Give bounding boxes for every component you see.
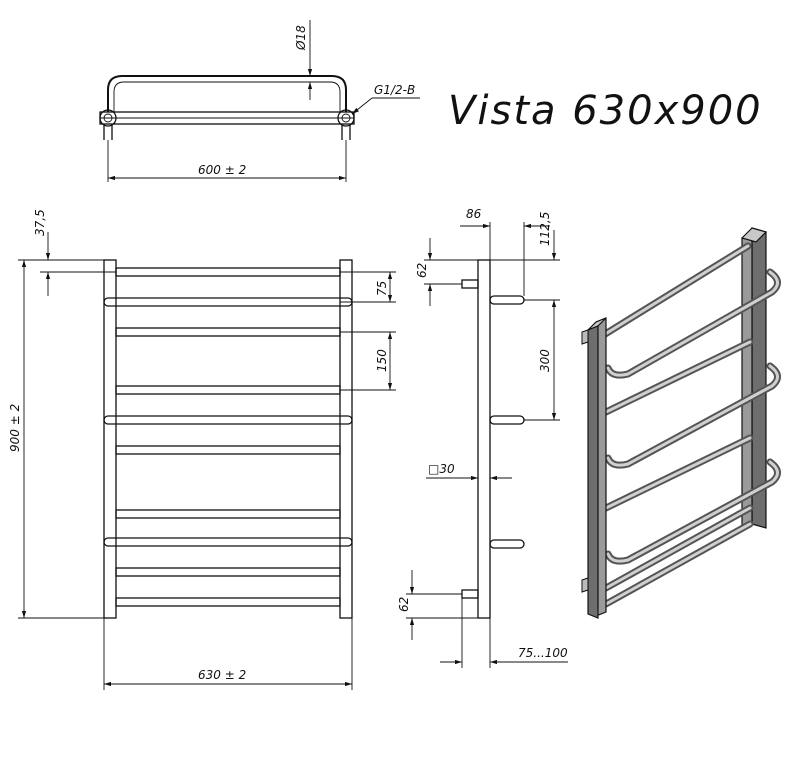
dim-depth: 86: [466, 207, 482, 221]
side-view: 86 112,5 62 300 □30 62 75...100: [397, 207, 568, 668]
dim-bracket-spacing: 300: [538, 349, 552, 372]
product-title: Vista 630x900: [448, 88, 763, 134]
dim-wall-distance: 75...100: [518, 646, 568, 660]
dim-top-width: 600 ± 2: [198, 163, 246, 177]
dim-top-gap: 112,5: [538, 212, 552, 246]
dim-pipe-diameter: Ø18: [294, 25, 308, 51]
front-hooks: [103, 297, 353, 547]
dim-width: 630 ± 2: [198, 668, 246, 682]
dim-connection-bottom: 62: [397, 597, 411, 612]
dim-top-offset: 37,5: [33, 209, 47, 236]
dim-spacing-150: 150: [375, 349, 389, 372]
dim-spacing-75: 75: [375, 281, 389, 296]
dim-profile: □30: [428, 462, 455, 476]
iso-hooks: [604, 268, 781, 565]
front-view: 37,5 900 ± 2 75 150 630 ± 2: [8, 209, 396, 690]
dim-thread: G1/2-B: [374, 83, 415, 97]
dim-connection-top: 62: [415, 263, 429, 278]
dim-height: 900 ± 2: [8, 404, 22, 452]
top-view: Ø18 G1/2-B 600 ± 2: [99, 20, 420, 182]
front-bars: [115, 267, 341, 607]
iso-bars: [598, 242, 754, 608]
isometric-view: [581, 227, 781, 619]
